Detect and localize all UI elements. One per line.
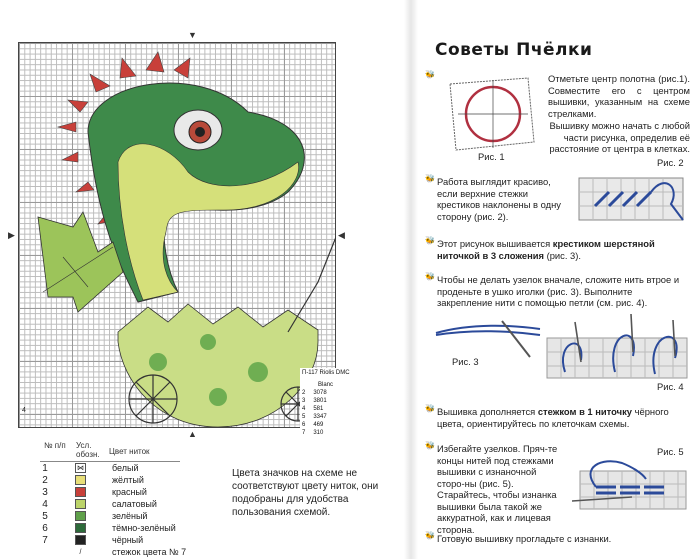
legend-color-name: стежок цвета № 7 — [112, 547, 187, 557]
center-arrow-right: ◀ — [338, 230, 345, 240]
fig4-caption: Рис. 4 — [657, 381, 684, 392]
legend-swatch — [75, 475, 86, 485]
dmc-code: 3347 — [313, 414, 327, 420]
legend-row: 2 жёлтый — [35, 474, 144, 486]
legend-num: 3 — [42, 486, 48, 498]
figure-5-back-side — [572, 460, 687, 510]
bee-icon: 🐝 — [425, 236, 435, 245]
col-color-header: Цвет ниток — [109, 447, 150, 456]
dmc-num: 6 — [302, 422, 306, 428]
figure-2-stitches — [578, 177, 684, 221]
center-arrow-left: ▶ — [8, 230, 15, 240]
tip-1: Отметьте центр полотна (рис.1). Совмести… — [548, 73, 690, 119]
legend-color-name: белый — [112, 463, 139, 473]
legend-color-name: красный — [112, 487, 147, 497]
dmc-header: Blanc — [318, 382, 334, 388]
bee-icon: 🐝 — [425, 531, 435, 540]
legend-row: 6 тёмно-зелёный — [35, 522, 176, 534]
chart-code: П-117 Riolis DMC — [302, 370, 350, 376]
bee-icon: 🐝 — [425, 174, 435, 183]
legend-num: 1 — [42, 462, 48, 474]
table-divider — [40, 461, 180, 462]
book-spine — [404, 0, 418, 559]
tip-3: Этот рисунок вышивается крестиком шерстя… — [437, 238, 655, 261]
grid-corner-number: 4 — [22, 407, 26, 414]
legend-row: 1 ⋈ белый — [35, 462, 139, 474]
figure-3-needle — [435, 320, 541, 358]
legend-row: / стежок цвета № 7 — [35, 546, 187, 558]
dmc-code: 3801 — [313, 398, 327, 404]
legend-row: 4 салатовый — [35, 498, 157, 510]
fig3-caption: Рис. 3 — [452, 356, 479, 367]
legend-swatch — [75, 487, 86, 497]
legend-num: 2 — [42, 474, 48, 486]
legend-swatch — [75, 523, 86, 533]
tip-4: Чтобы не делать узелок вначале, сложите … — [437, 274, 680, 308]
page-title: Советы Пчёлки — [435, 40, 593, 60]
dragon-pattern — [37, 51, 336, 428]
tip-7: Готовую вышивку прогладьте с изнанки. — [437, 533, 612, 544]
center-arrow-top: ▼ — [188, 30, 197, 40]
legend-row: 7 чёрный — [35, 534, 143, 546]
legend-num: 4 — [42, 498, 48, 510]
legend-num: 5 — [42, 510, 48, 522]
dmc-num: 2 — [302, 390, 306, 396]
legend-swatch: / — [79, 548, 82, 556]
bee-icon: 🐝 — [425, 441, 435, 450]
legend-num: 6 — [42, 522, 48, 534]
bee-icon: 🐝 — [425, 404, 435, 413]
tip-2: Работа выглядит красиво, если верхние ст… — [437, 176, 561, 222]
dragon-spikes — [56, 51, 191, 247]
dmc-code: 310 — [313, 430, 324, 436]
bee-icon: 🐝 — [425, 70, 435, 79]
legend-swatch: ⋈ — [75, 463, 86, 473]
fig2-caption: Рис. 2 — [657, 157, 684, 168]
dmc-num: 7 — [302, 430, 306, 436]
col-num-header: № п/п — [44, 441, 66, 450]
legend-color-name: салатовый — [112, 499, 157, 509]
figure-1-hoop — [449, 77, 535, 151]
legend-swatch — [75, 511, 86, 521]
legend-swatch — [75, 499, 86, 509]
legend-color-name: зелёный — [112, 511, 148, 521]
legend-color-name: чёрный — [112, 535, 144, 545]
legend-swatch — [75, 535, 86, 545]
col-sym-header: Усл. обозн. — [76, 441, 100, 459]
dmc-num: 4 — [302, 406, 306, 412]
tip-1b: Вышивку можно начать с любой части рисун… — [549, 120, 690, 154]
fig1-caption: Рис. 1 — [478, 151, 505, 162]
dmc-code: 581 — [313, 406, 324, 412]
center-arrow-bottom: ▲ — [188, 429, 197, 439]
legend-row: 3 красный — [35, 486, 147, 498]
dmc-code: 3078 — [313, 390, 327, 396]
legend-color-name: жёлтый — [112, 475, 144, 485]
tip-6: Избегайте узелков. Пряч-те концы нитей п… — [437, 443, 558, 535]
dmc-code: 469 — [313, 422, 324, 428]
legend-color-name: тёмно-зелёный — [112, 523, 176, 533]
tip-5: Вышивка дополняется стежком в 1 ниточку … — [437, 406, 669, 429]
dmc-num: 5 — [302, 414, 306, 420]
color-note: Цвета значков на схеме не соответствуют … — [232, 468, 379, 518]
legend-row: 5 зелёный — [35, 510, 147, 522]
legend-num: 7 — [42, 534, 48, 546]
bee-icon: 🐝 — [425, 272, 435, 281]
figure-4-loop — [546, 313, 688, 379]
dmc-num: 3 — [302, 398, 306, 404]
fig5-caption: Рис. 5 — [657, 446, 684, 457]
